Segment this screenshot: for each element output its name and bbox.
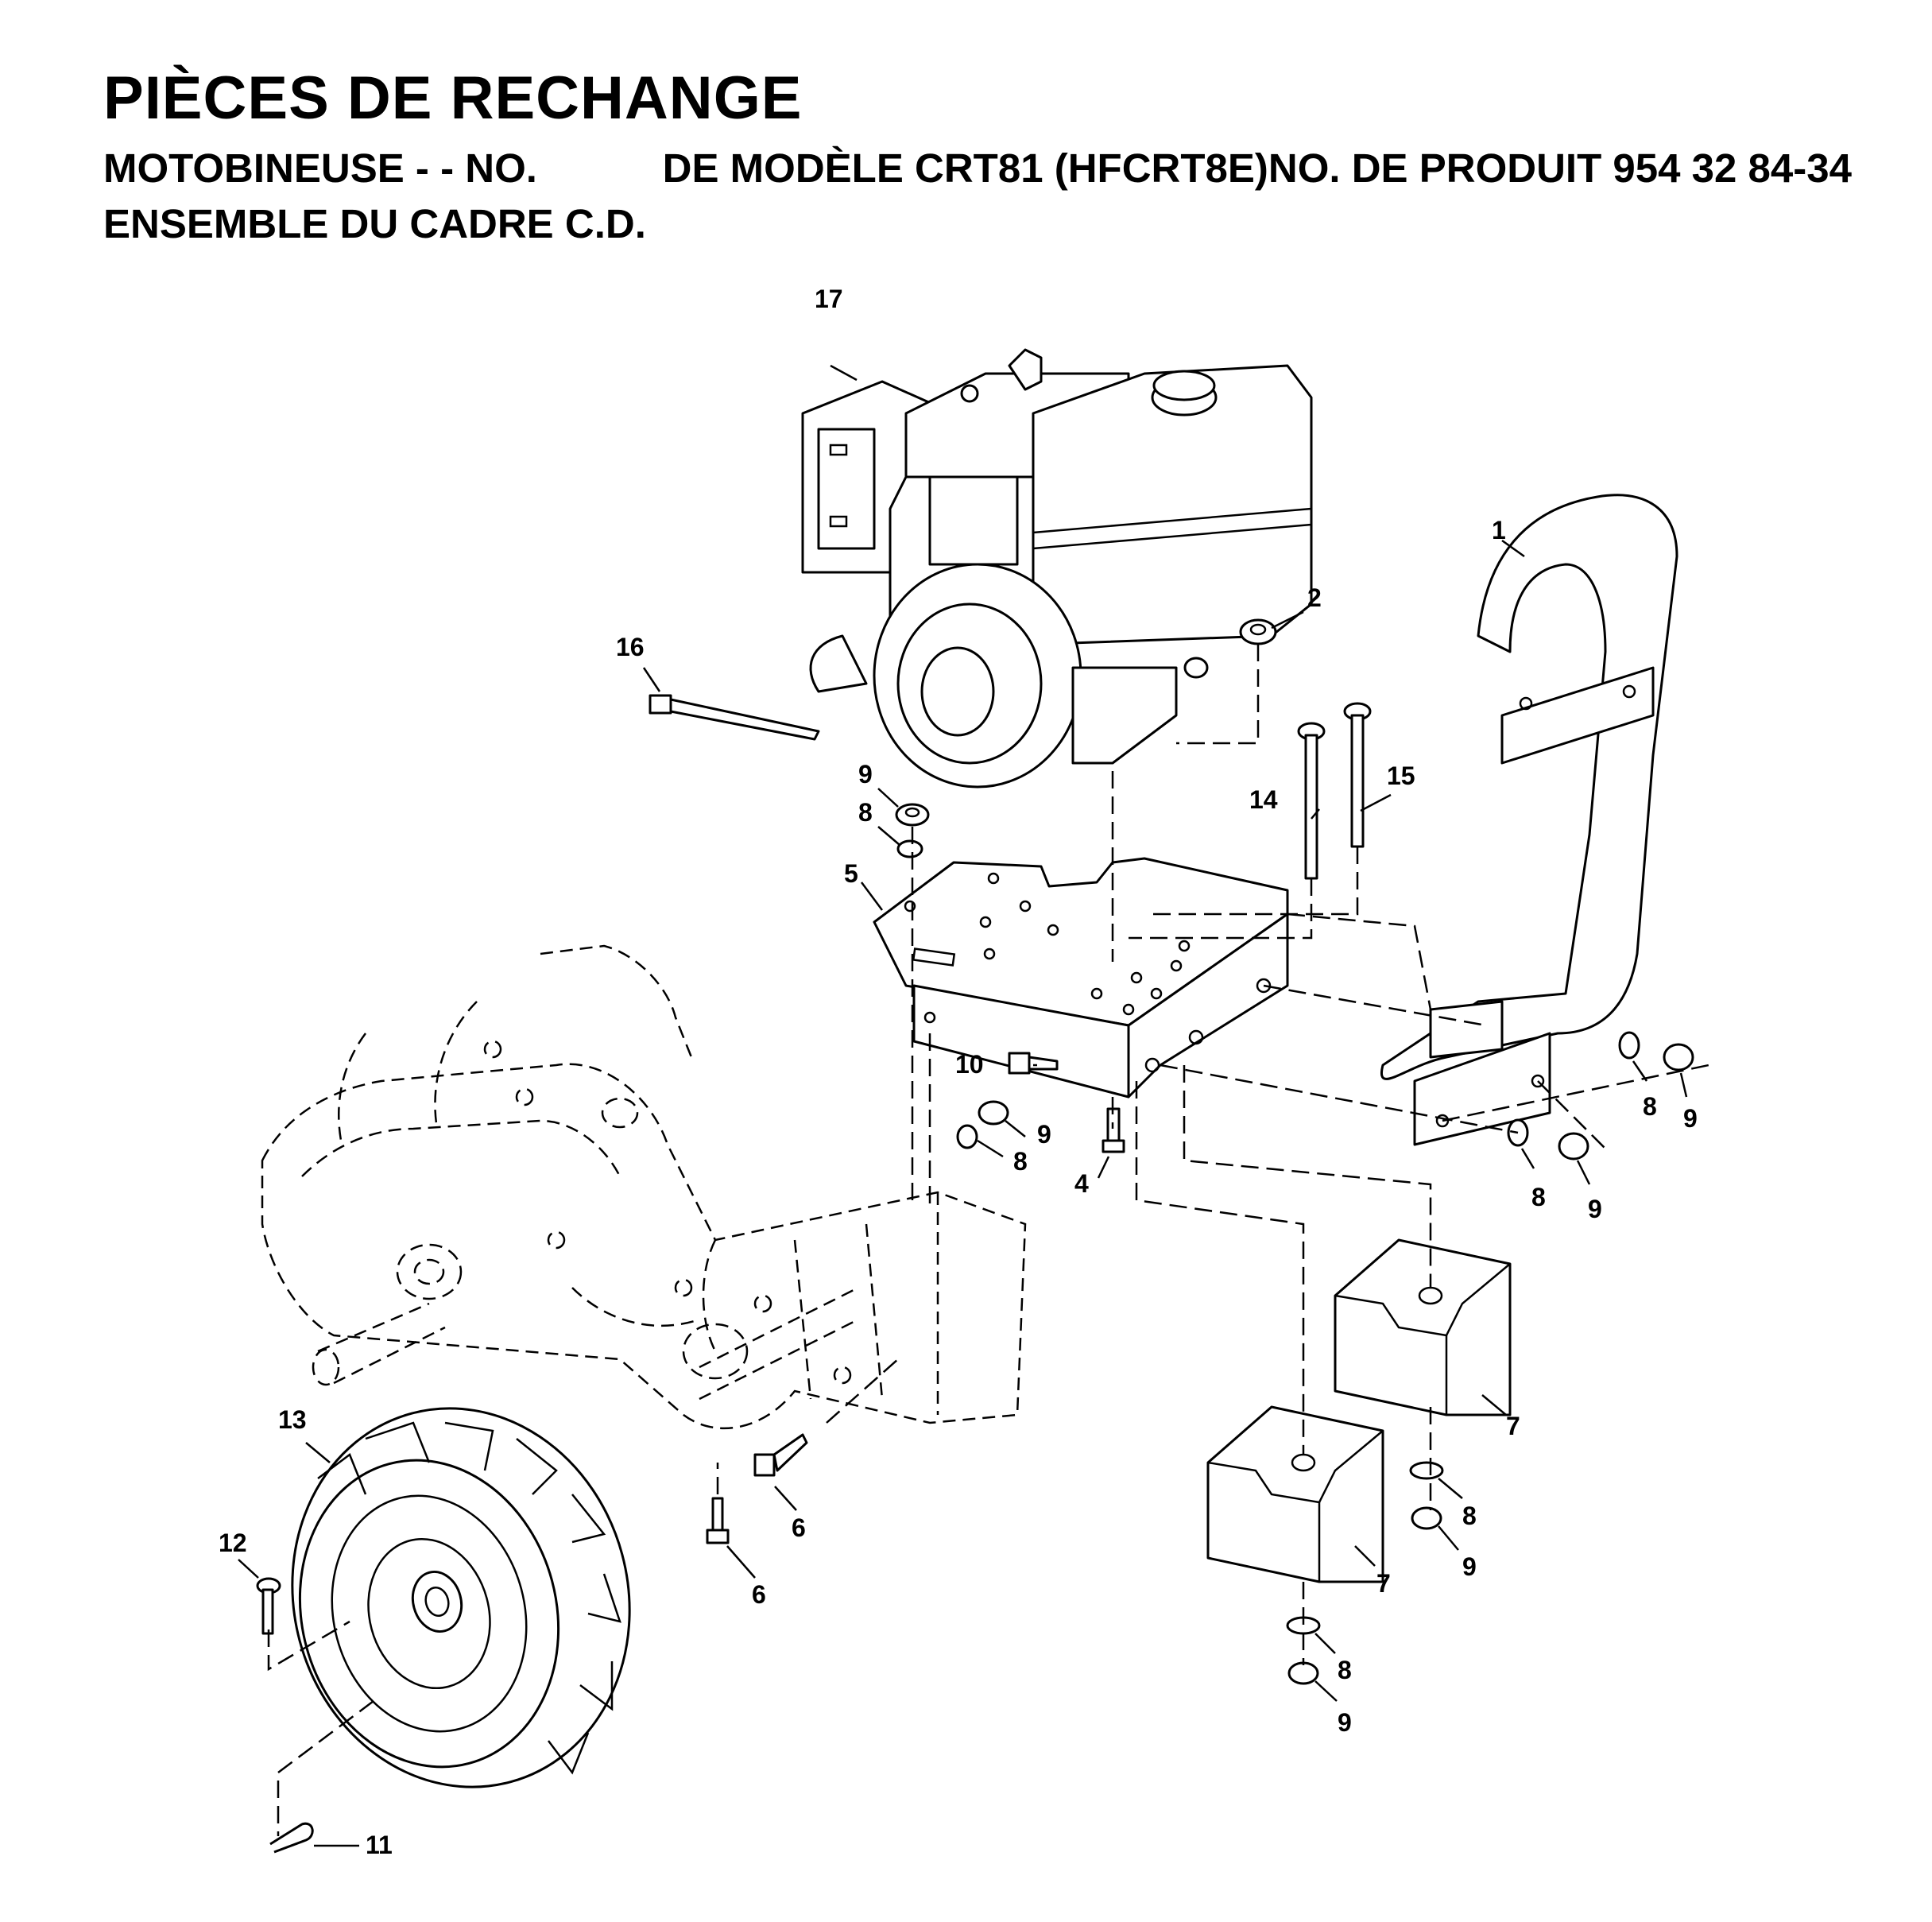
- callout-8-handle-upper: 8: [1643, 1092, 1657, 1121]
- callout-2: 2: [1307, 583, 1322, 612]
- callout-9-plate: 9: [858, 760, 873, 789]
- callout-4: 4: [1074, 1169, 1089, 1198]
- callout-8-handle-lower: 8: [1531, 1183, 1546, 1211]
- callout-8-under: 8: [1013, 1147, 1028, 1176]
- callout-13: 13: [278, 1405, 307, 1434]
- callout-9-weight-lower: 9: [1338, 1708, 1352, 1737]
- callout-16: 16: [616, 633, 645, 661]
- part-9-nut-handle-upper: [1663, 1043, 1694, 1071]
- part-8-washer-weight-upper: [1409, 1461, 1444, 1480]
- weight-lower: [1206, 1405, 1384, 1583]
- handle: [1380, 494, 1678, 1146]
- part-6-bolt-a: [753, 1433, 808, 1477]
- section-title: ENSEMBLE DU CADRE C.D.: [103, 201, 646, 246]
- tiller-body-phantom: [261, 944, 1027, 1430]
- callout-7-lower: 7: [1376, 1569, 1391, 1598]
- wheel: [291, 1407, 631, 1788]
- callout-9-handle-lower: 9: [1588, 1195, 1602, 1223]
- callout-7-upper: 7: [1506, 1412, 1520, 1440]
- part-6-bolt-b: [706, 1497, 730, 1544]
- callout-11: 11: [366, 1831, 393, 1859]
- callout-10: 10: [955, 1050, 984, 1079]
- part-8-washer-plate: [896, 839, 923, 858]
- part-15-bolt: [1343, 702, 1372, 848]
- part-9-nut-weight-lower: [1287, 1661, 1319, 1685]
- part-4-screw: [1102, 1107, 1125, 1153]
- callout-17: 17: [815, 285, 843, 313]
- part-2-nut: [1239, 618, 1277, 645]
- callout-8-plate: 8: [858, 798, 873, 827]
- callout-15: 15: [1387, 761, 1415, 790]
- callout-8-weight-upper: 8: [1462, 1502, 1477, 1530]
- part-8-washer-handle-upper: [1618, 1031, 1640, 1060]
- callout-1: 1: [1492, 516, 1506, 544]
- callout-9-handle-upper: 9: [1683, 1104, 1698, 1133]
- assembly-lines: [267, 644, 1709, 1836]
- callout-labels: 17 1 2 16 9 8 5 14 15 10 9 8 4 8 9 8 9 7…: [219, 285, 1698, 1859]
- part-8-washer-under: [956, 1124, 978, 1149]
- callout-6-a: 6: [792, 1513, 806, 1542]
- part-11-hairpin-clip: [269, 1822, 314, 1854]
- mounting-plate: [873, 857, 1289, 1099]
- part-9-nut-weight-upper: [1411, 1506, 1442, 1530]
- part-16-cable-tie: [649, 694, 820, 741]
- part-10-bolt: [1008, 1052, 1059, 1075]
- model-subtitle: MOTOBINEUSE - - NO. DE MODÈLE CRT81 (HFC…: [103, 145, 1852, 192]
- engine: [801, 348, 1313, 789]
- subtitle-product: MOTOBINEUSE - - NO.: [103, 145, 537, 191]
- leader-lines: [238, 364, 1688, 1847]
- weight-upper: [1334, 1238, 1512, 1416]
- subtitle-model: DE MODÈLE CRT81 (HFCRT8E)NO. DE PRODUIT …: [662, 145, 1852, 191]
- callout-9-under: 9: [1037, 1120, 1051, 1149]
- callout-9-weight-upper: 9: [1462, 1552, 1477, 1581]
- page-title: PIÈCES DE RECHANGE: [103, 64, 803, 132]
- callout-14: 14: [1249, 785, 1278, 814]
- callout-8-weight-lower: 8: [1338, 1656, 1352, 1684]
- part-14-bolt: [1297, 722, 1326, 880]
- callout-12: 12: [219, 1529, 247, 1557]
- part-9-nut-under: [978, 1100, 1009, 1126]
- callout-5: 5: [844, 859, 858, 888]
- part-12-clevis-pin: [256, 1577, 281, 1635]
- part-9-nut-handle-lower: [1558, 1132, 1589, 1161]
- callout-6-b: 6: [752, 1580, 766, 1609]
- part-9-nut-plate: [895, 803, 930, 827]
